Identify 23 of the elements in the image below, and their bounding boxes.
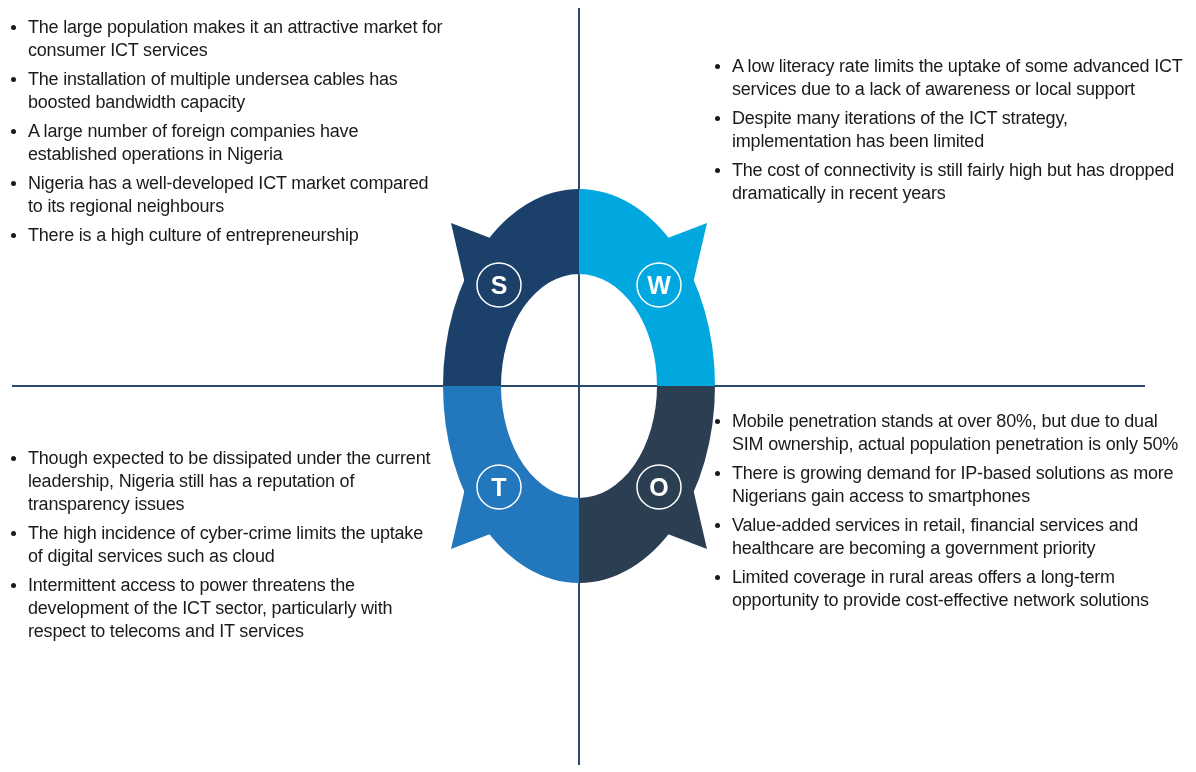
bullet-text: Value-added services in retail, financial services and healthcare are becoming a government priority: [732, 515, 1139, 558]
bullet-text: A large number of foreign companies have established operations in Nigeria: [28, 121, 359, 164]
bullet-text: The installation of multiple undersea cables has boosted bandwidth capacity: [28, 69, 398, 112]
bullet-text: Limited coverage in rural areas offers a long-term opportunity to provide cost-effective network solutions: [732, 567, 1149, 610]
bullet-text: Nigeria has a well-developed ICT market compared to its regional neighbours: [28, 173, 429, 216]
bullet-text: A low literacy rate limits the uptake of some advanced ICT services due to a lack of awareness or local support: [732, 56, 1183, 99]
swot-quadrant-segment: [443, 386, 579, 583]
swot-letter: T: [490, 472, 508, 502]
bullet-text: Despite many iterations of the ICT strategy, implementation has been limited: [732, 108, 1068, 151]
bullet-text: The large population makes it an attractive market for consumer ICT services: [28, 17, 443, 60]
swot-quadrant-segment: [579, 189, 715, 386]
bullet-text: There is a high culture of entrepreneurship: [28, 225, 359, 245]
bullet-text: There is growing demand for IP-based solutions as more Nigerians gain access to smartphones: [732, 463, 1174, 506]
bullet-text: Mobile penetration stands at over 80%, but due to dual SIM ownership, actual population penetration is only 50%: [732, 411, 1179, 454]
bullet-text: Though expected to be dissipated under the current leadership, Nigeria still has a reputation of transparency issues: [28, 448, 431, 514]
bullet-text: The cost of connectivity is still fairly high but has dropped dramatically in recent years: [732, 160, 1175, 203]
swot-letter: O: [648, 472, 670, 502]
swot-quadrant-segment: [443, 189, 579, 386]
swot-quadrant-segment: [579, 386, 715, 583]
bullet-text: The high incidence of cyber-crime limits the uptake of digital services such as cloud: [28, 523, 423, 566]
swot-letter: W: [646, 270, 672, 300]
bullet-text: Intermittent access to power threatens the development of the ICT sector, particularly with respect to telecoms and IT services: [28, 575, 393, 641]
swot-letter: S: [489, 270, 509, 300]
